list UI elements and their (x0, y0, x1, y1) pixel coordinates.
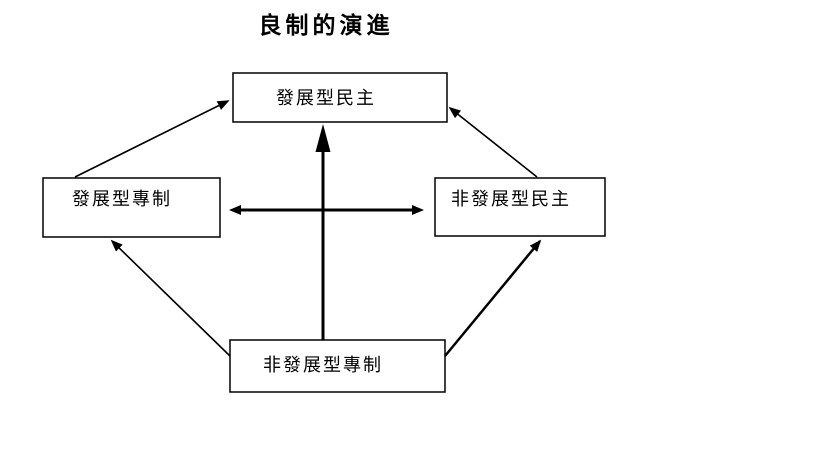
node-box-left (42, 177, 221, 238)
node-box-right (434, 177, 606, 237)
node-nondevelopmental-autocracy: 非發展型專制 (229, 339, 446, 393)
node-box-top (232, 72, 448, 123)
arrow-bottom-to-top-vertical (315, 124, 331, 340)
node-developmental-democracy: 發展型民主 (232, 72, 448, 123)
horizontal-arrowhead-right (412, 205, 424, 215)
arrow-bottom-to-left (110, 239, 231, 357)
arrow-left-to-top (74, 100, 230, 178)
node-label-right: 非發展型民主 (451, 189, 571, 209)
vertical-arrowhead (315, 124, 331, 152)
arrow-right-to-top (448, 106, 538, 178)
node-box-bottom (229, 339, 446, 393)
node-label-left: 發展型專制 (72, 189, 172, 209)
horizontal-arrowhead-left (229, 205, 241, 215)
node-label-bottom: 非發展型專制 (263, 355, 383, 375)
node-nondevelopmental-democracy: 非發展型民主 (434, 177, 606, 237)
node-developmental-autocracy: 發展型專制 (42, 177, 221, 238)
diagram-title: 良制的演進 (259, 12, 394, 38)
arrow-bottom-to-right (444, 239, 542, 357)
node-label-top: 發展型民主 (276, 88, 376, 108)
arrow-horizontal-double (229, 205, 424, 215)
